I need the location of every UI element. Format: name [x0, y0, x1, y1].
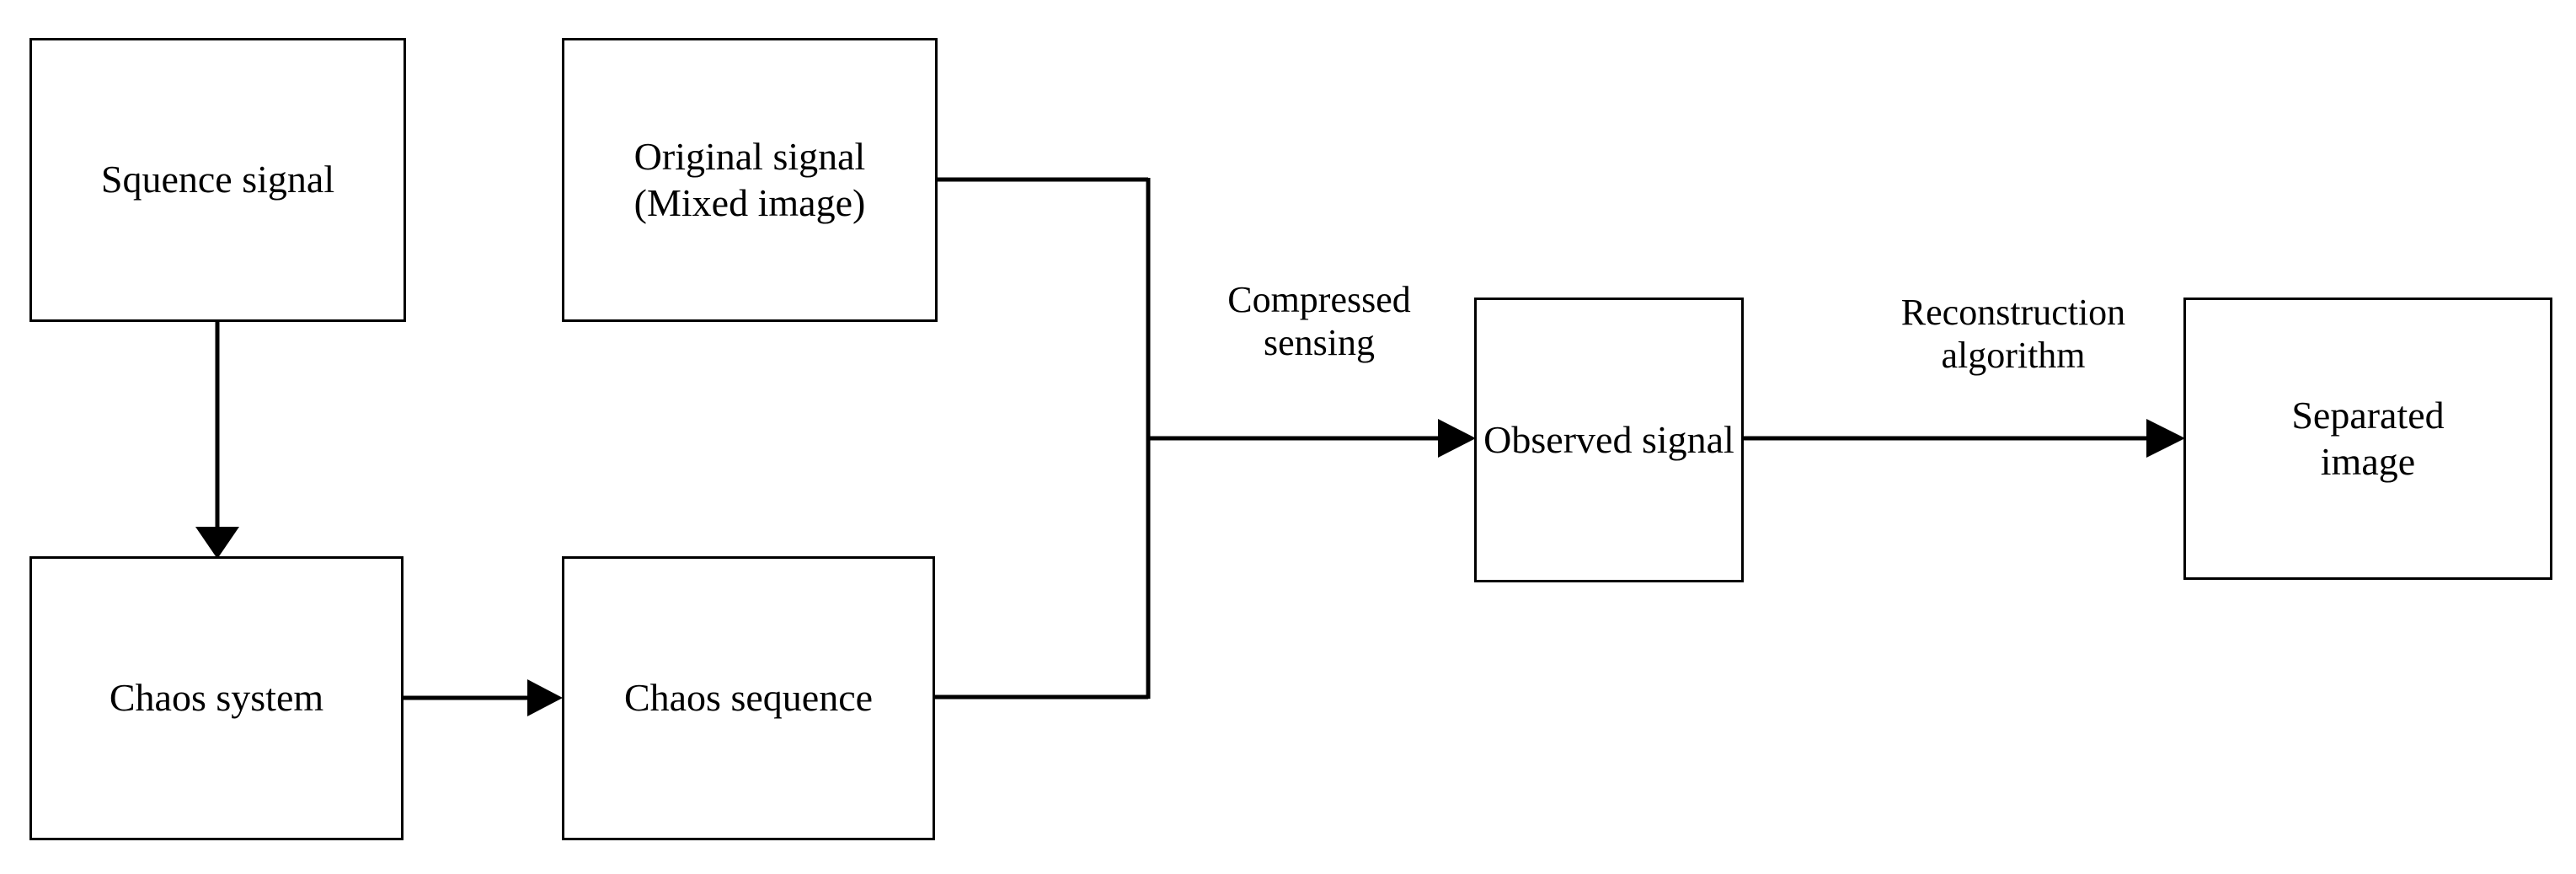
node-label-separated-image: Separated image — [2291, 394, 2445, 483]
arrowhead-right-observed-signal — [1438, 419, 1476, 458]
node-chaos-system[interactable]: Chaos system — [29, 556, 404, 840]
arrowhead-right-chaos-sequence — [527, 679, 563, 716]
node-original-signal[interactable]: Original signal (Mixed image) — [562, 38, 938, 322]
node-observed-signal[interactable]: Observed signal — [1474, 298, 1744, 582]
edge-label-compressed-sensing: Compressed sensing — [1227, 279, 1411, 364]
node-label-squence-signal: Squence signal — [100, 158, 335, 201]
node-label-original-signal: Original signal (Mixed image) — [633, 135, 866, 224]
node-squence-signal[interactable]: Squence signal — [29, 38, 406, 322]
node-chaos-sequence[interactable]: Chaos sequence — [562, 556, 935, 840]
node-label-observed-signal: Observed signal — [1483, 417, 1734, 461]
node-label-chaos-sequence: Chaos sequence — [623, 676, 874, 720]
node-separated-image[interactable]: Separated image — [2183, 298, 2552, 580]
arrowhead-right-separated-image — [2146, 419, 2185, 458]
node-label-chaos-system: Chaos system — [109, 676, 324, 720]
arrowhead-down-chaos-system — [195, 527, 239, 559]
edge-label-reconstruction-algorithm: Reconstruction algorithm — [1900, 292, 2126, 377]
